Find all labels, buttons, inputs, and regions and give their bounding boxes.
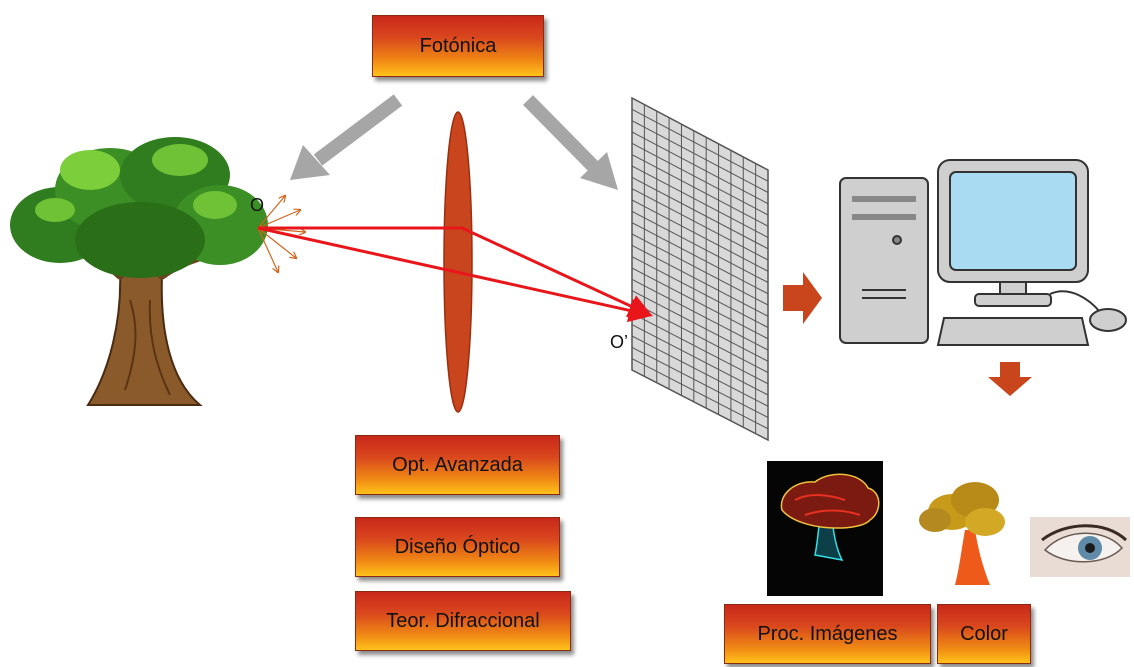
grid-line [631,188,769,261]
grid-line [631,256,769,328]
grid-line [631,210,769,283]
tree-icon [10,137,268,406]
opt-avanzada-label: Opt. Avanzada [355,435,560,495]
eye-image [1030,517,1130,577]
grid-line [631,324,769,396]
computer-icon [839,159,1127,346]
image-point-label: O’ [610,332,628,352]
grid-line [631,142,769,216]
grid-line [631,120,769,193]
color-label-text: Color [960,622,1008,645]
flow-arrow-right-icon [783,272,822,324]
diseno-optico-label: Diseño Óptico [355,517,560,577]
grid-line [631,233,769,306]
teor-difraccional-label-text: Teor. Difraccional [386,609,540,632]
fotonica-label-text: Fotónica [419,34,497,57]
object-point-label: O [250,195,264,215]
grid-line [631,154,769,227]
lens-icon [443,111,473,413]
color-tree-image [919,482,1005,585]
grid-line [631,199,769,272]
color-label: Color [937,604,1031,664]
proc-imagenes-label: Proc. Imágenes [724,604,931,664]
grid-line [631,335,769,407]
processed-tree-image [767,461,883,596]
gray-arrow-left-icon [290,94,403,180]
fotonica-label: Fotónica [372,15,544,77]
grid-line [631,176,769,250]
grid-line [631,301,769,373]
grid-line [631,290,769,362]
grid-line [631,108,769,182]
teor-difraccional-label: Teor. Difraccional [355,591,571,651]
grid-line [631,346,769,418]
opt-avanzada-label-text: Opt. Avanzada [392,453,523,476]
grid-line [631,131,769,205]
flow-arrow-down-icon [988,362,1032,396]
diseno-optico-label-text: Diseño Óptico [394,535,521,558]
grid-line [631,165,769,238]
sensor-grid-icon [631,96,769,442]
light-rays [257,226,653,323]
gray-arrow-right-icon [523,95,618,190]
grid-line [631,267,769,340]
grid-line [631,244,769,317]
grid-line [631,358,769,430]
grid-line [631,222,769,295]
grid-line [631,312,769,385]
proc-imagenes-label-text: Proc. Imágenes [757,622,898,645]
grid-line [631,278,769,351]
